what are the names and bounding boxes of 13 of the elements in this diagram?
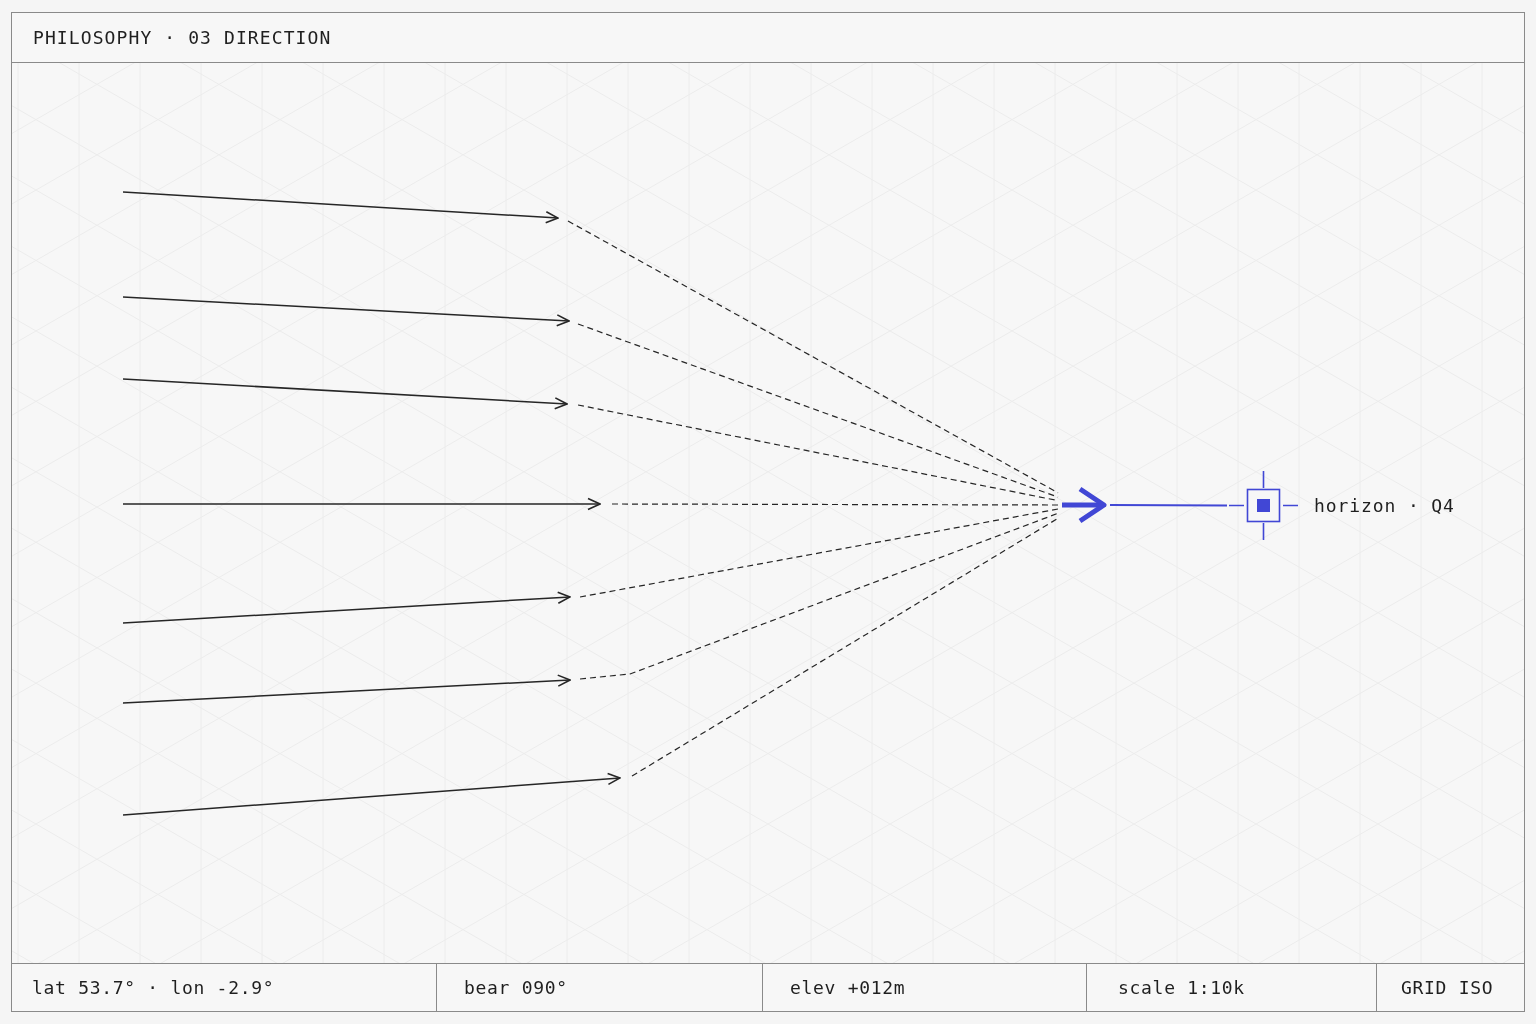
dashed-line (631, 517, 1059, 777)
status-text: GRID ISO (1401, 977, 1494, 999)
connector-line (1109, 504, 1228, 507)
status-text: bear 090° (464, 977, 568, 999)
status-text: elev +012m (790, 977, 906, 999)
status-text: scale 1:10k (1118, 977, 1245, 999)
status-text: lat 53.7° · lon -2.9° (32, 977, 275, 999)
dashed-line (579, 512, 1059, 680)
node-caption: horizon · Q4 (1314, 495, 1455, 517)
diagram-title: PHILOSOPHY · 03 DIRECTION (33, 27, 332, 49)
dashed-line (579, 508, 1059, 598)
crosshair-target (1227, 469, 1300, 542)
dashed-line (611, 503, 1059, 506)
